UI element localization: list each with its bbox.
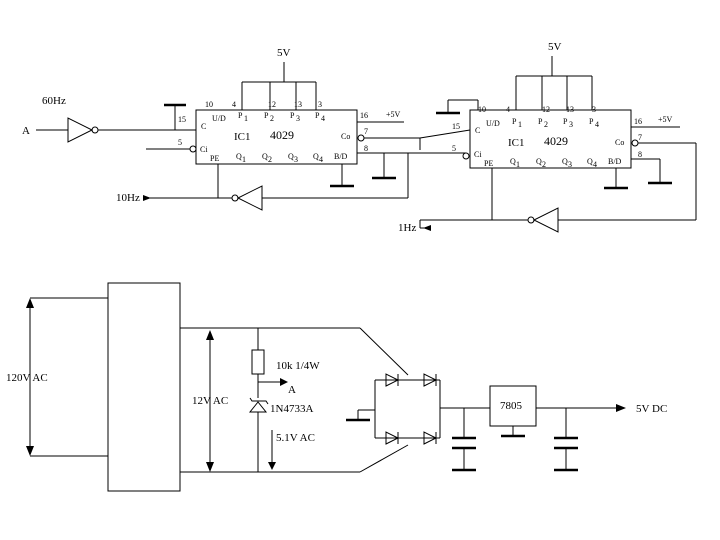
ic1-vcc-label: +5V — [386, 110, 401, 119]
ic1-p1-sub: 1 — [244, 114, 248, 123]
ic2-pin-8: 8 — [638, 150, 642, 159]
ic1-q2-sub: 2 — [268, 155, 272, 164]
ic1-part-label: 4029 — [270, 128, 294, 142]
resistor-label: 10k 1/4W — [276, 360, 320, 372]
ic2-q2-sub: 2 — [542, 160, 546, 169]
ic1-p2-label: P — [264, 111, 269, 120]
ic1-ud-label: U/D — [212, 114, 226, 123]
counter-circuit: 5V 5V 60Hz A — [22, 41, 697, 234]
ic2-p4-sub: 4 — [595, 120, 599, 129]
ic1-p4-label: P — [315, 111, 320, 120]
ic1-p4-sub: 4 — [321, 114, 325, 123]
ic2-q2-label: Q — [536, 157, 542, 166]
feedback-inverter-1 — [236, 185, 263, 211]
ic1-pin-5: 5 — [178, 138, 182, 147]
feedback-inverter-2 — [532, 207, 559, 233]
ic2-pin-15: 15 — [452, 122, 460, 131]
ic2-ud-label: U/D — [486, 119, 500, 128]
supply-5v-right-label: 5V — [548, 41, 562, 53]
ic1-pin-3: 3 — [318, 100, 322, 109]
node-a-label: A — [288, 384, 296, 396]
ic2-pin-16: 16 — [634, 117, 642, 126]
ic1-p1-label: P — [238, 111, 243, 120]
ic2-q4-sub: 4 — [593, 160, 597, 169]
supply-5v-left-label: 5V — [277, 47, 291, 59]
ic1-pin-7: 7 — [364, 127, 368, 136]
transformer-block — [107, 282, 181, 492]
ic2-body — [469, 109, 632, 169]
ic2-pin-12: 12 — [542, 105, 550, 114]
ic2-q3-label: Q — [562, 157, 568, 166]
ic1-q4-label: Q — [313, 152, 319, 161]
input-freq-label: 60Hz — [42, 95, 66, 107]
ic1-p3-label: P — [290, 111, 295, 120]
zener-diode — [248, 401, 268, 413]
ic2-p4-label: P — [589, 117, 594, 126]
ic2-p3-sub: 3 — [569, 120, 573, 129]
ic2-pin-4: 4 — [506, 105, 510, 114]
power-supply: 120V AC 12V AC 10k 1/4W A 1N4733A 5.1V A… — [6, 282, 667, 492]
zener-part-label: 1N4733A — [270, 403, 313, 415]
resistor-10k — [251, 349, 265, 375]
ic1-q3-sub: 3 — [294, 155, 298, 164]
ic1-body — [195, 109, 358, 165]
ic1-q4-sub: 4 — [319, 155, 323, 164]
ic2-bd-label: B/D — [608, 157, 622, 166]
ic2-vcc-label: +5V — [658, 115, 673, 124]
ic2-c-label: C — [475, 126, 480, 135]
ic2-q3-sub: 3 — [568, 160, 572, 169]
ic2-pin-5: 5 — [452, 144, 456, 153]
ic1-q1-sub: 1 — [242, 155, 246, 164]
ic1-pin-4: 4 — [232, 100, 236, 109]
ic1-p3-sub: 3 — [296, 114, 300, 123]
ic1-q2-label: Q — [262, 152, 268, 161]
zener-voltage-label: 5.1V AC — [276, 432, 315, 444]
regulator-label: 7805 — [500, 400, 523, 412]
ic2-q1-sub: 1 — [516, 160, 520, 169]
ic2-q4-label: Q — [587, 157, 593, 166]
out-1hz-label: 1Hz — [398, 222, 416, 234]
ic1-ci-label: Ci — [200, 145, 208, 154]
ic2-p1-label: P — [512, 117, 517, 126]
ic1-pe-label: PE — [210, 154, 219, 163]
ic2-pin-13: 13 — [566, 105, 574, 114]
ic2-p2-label: P — [538, 117, 543, 126]
supply-bus-ic1 — [241, 62, 317, 110]
ic2-p1-sub: 1 — [518, 120, 522, 129]
ic1-ref-label: IC1 — [234, 131, 251, 143]
ic1-pin-12: 12 — [268, 100, 276, 109]
input-a-label: A — [22, 125, 30, 137]
ic2-part-label: 4029 — [544, 134, 568, 148]
output-voltage-label: 5V DC — [636, 403, 667, 415]
mains-voltage-label: 120V AC — [6, 372, 48, 384]
ic1-pin-8: 8 — [364, 144, 368, 153]
ic1-q3-label: Q — [288, 152, 294, 161]
ic2-p2-sub: 2 — [544, 120, 548, 129]
input-inverter-symbol — [67, 117, 94, 143]
ic1-pin-10: 10 — [205, 100, 213, 109]
ic2-p3-label: P — [563, 117, 568, 126]
ic1-bd-label: B/D — [334, 152, 348, 161]
out-10hz-label: 10Hz — [116, 192, 140, 204]
ic2-ref-label: IC1 — [508, 137, 525, 149]
ic2-ci-label: Ci — [474, 150, 482, 159]
ic2-co-label: Co — [615, 138, 624, 147]
bridge-rectifier — [346, 327, 441, 473]
ic2-pe-label: PE — [484, 159, 493, 168]
supply-bus-ic2 — [515, 56, 593, 110]
ic1-co-label: Co — [341, 132, 350, 141]
secondary-voltage-label: 12V AC — [192, 395, 228, 407]
ic1-c-label: C — [201, 122, 206, 131]
ic2-q1-label: Q — [510, 157, 516, 166]
ic2-pin-10: 10 — [478, 105, 486, 114]
ic1-pin-15: 15 — [178, 115, 186, 124]
ic1-pin-16: 16 — [360, 111, 368, 120]
ic2-pin-7: 7 — [638, 133, 642, 142]
ic1-q1-label: Q — [236, 152, 242, 161]
ic2-pin-3: 3 — [592, 105, 596, 114]
ic1-p2-sub: 2 — [270, 114, 274, 123]
ic1-pin-13: 13 — [294, 100, 302, 109]
